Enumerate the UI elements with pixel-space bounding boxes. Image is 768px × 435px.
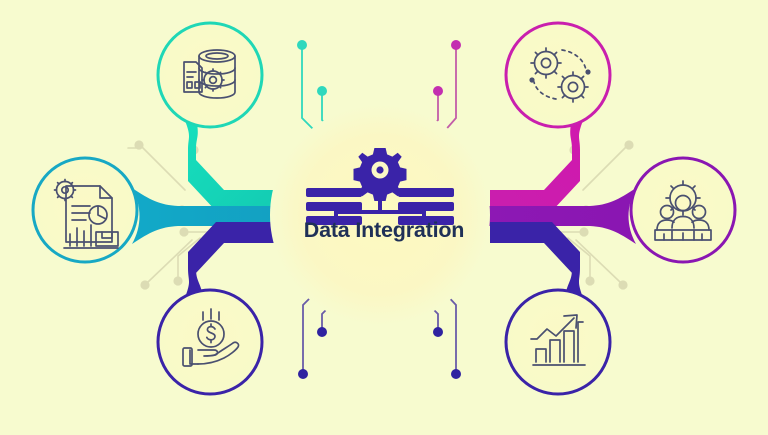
circuit-trace-magenta-top-dots	[433, 40, 461, 96]
connector-bottom-right	[490, 222, 584, 300]
node-left[interactable]	[31, 156, 139, 264]
circuit-trace-teal-top-dots	[297, 40, 327, 96]
node-right[interactable]	[629, 156, 737, 264]
connector-top-left	[184, 118, 278, 211]
node-bottom-right[interactable]	[504, 288, 612, 396]
connector-left	[132, 188, 284, 244]
center-glow	[270, 105, 490, 325]
node-top-right[interactable]	[504, 21, 612, 129]
team-people-gear-icon	[654, 180, 712, 241]
node-top-left[interactable]	[156, 21, 264, 129]
growth-bar-chart-arrow-icon	[530, 314, 586, 366]
connector-top-right	[490, 118, 584, 211]
connector-bottom-left	[184, 222, 278, 300]
node-bottom-left[interactable]	[156, 288, 264, 396]
circuit-trace-indigo-bottom-right-dots	[433, 327, 461, 379]
database-document-gear-icon	[183, 49, 236, 99]
report-document-chart-gear-icon	[53, 178, 119, 249]
gear-database-network-icon	[306, 148, 454, 225]
circuit-trace-indigo-bottom-left-dots	[298, 327, 327, 379]
two-gears-icon	[529, 47, 591, 103]
hand-holding-dollar-coin-icon	[182, 308, 240, 367]
connector-right	[484, 188, 636, 244]
